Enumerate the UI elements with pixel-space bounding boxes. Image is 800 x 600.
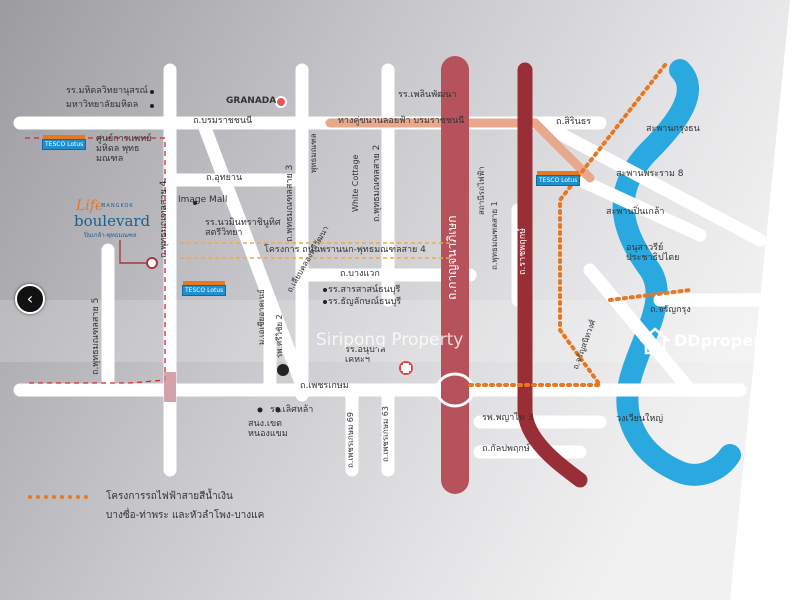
label-road-kalpaphruek: ถ.กัลปพฤกษ์ bbox=[482, 444, 530, 454]
label-road-phutthamonthon-5: ถ.พุทธมณฑลสาย 5 bbox=[91, 297, 101, 375]
logo-tagline: ปิ่นเกล้า-พุทธมณฑล bbox=[84, 232, 137, 239]
chevron-left-icon[interactable]: ‹ bbox=[15, 284, 45, 314]
poi-dots bbox=[150, 90, 327, 413]
label-road-utthayan: ถ.อุทยาน bbox=[206, 173, 243, 183]
watermark-band bbox=[0, 300, 800, 362]
watermark-siripong: Siripong Property bbox=[316, 330, 464, 350]
label-road-phutthamonthon-3: ถ.พุทธมณฑลสาย 3 bbox=[285, 164, 295, 242]
road-pra-pinklao bbox=[573, 173, 707, 242]
label-road-phetkasem: ถ.เพชรเกษม bbox=[300, 381, 349, 391]
label-rama-bridge: สะพานกรุงธน bbox=[646, 124, 700, 134]
label-road-phetkasem-63: ถ.เพชรเกษม 63 bbox=[381, 406, 390, 462]
project-location-marker bbox=[146, 257, 158, 269]
junction-marker bbox=[164, 372, 176, 402]
label-rr-lertla: รร.เลิศหล้า bbox=[270, 405, 314, 415]
label-road-bang-waek: ถ.บางแวก bbox=[340, 269, 380, 279]
logo-boulevard: boulevard bbox=[74, 212, 151, 230]
label-democracy: อนุสาวรีย์ ประชาธิปไตย bbox=[626, 243, 680, 263]
label-kheha: รร.อนุบาล เคหะฯ bbox=[345, 345, 386, 365]
label-thanya: รร.ธัญลักษณ์ธนบุรี bbox=[328, 297, 402, 307]
label-ror-phor: รพ.พญาไท 3 bbox=[482, 413, 534, 423]
label-road-phutthamonthon-4: ถ.พุทธมณฑลสาย 4 bbox=[159, 180, 169, 258]
label-srinakharin: สถานีรถไฟฟ้า bbox=[477, 166, 486, 215]
ddproperty-house-icon bbox=[640, 327, 670, 355]
tesco-lotus-tag: TESCO Lotus bbox=[42, 135, 87, 150]
road-sirindhorn-ext bbox=[533, 116, 767, 247]
label-road-sirindhorn: ถ.สิรินธร bbox=[556, 117, 592, 127]
legend-line-1: โครงการรถไฟฟ้าสายสีน้ำเงิน bbox=[106, 491, 233, 502]
tesco-lotus-tag: TESCO Lotus bbox=[182, 281, 227, 296]
logo-bangkok: BANGKOK bbox=[102, 203, 134, 209]
road-elevated bbox=[325, 118, 595, 183]
label-road-charan-krung: ถ.จรัญกรุง bbox=[650, 305, 691, 315]
label-rr-sithi: รร.มหิดลวิทยานุสรณ์ bbox=[66, 86, 148, 96]
road-liap-khlong bbox=[198, 121, 307, 387]
label-image-mall: Image Mall bbox=[178, 195, 228, 205]
label-rr-phetch: รร.เพลินพัฒนา bbox=[398, 90, 457, 100]
label-road-ratchaphruek: ถ.ราชพฤกษ์ bbox=[518, 227, 528, 275]
route-project-link bbox=[119, 240, 152, 264]
logo-life: Life bbox=[76, 198, 104, 214]
label-phutthamon: พุทธมณฑล bbox=[309, 133, 318, 173]
interchange bbox=[435, 372, 475, 408]
label-bang-phai: รร.สารสาสน์ธนบุรี bbox=[328, 285, 401, 295]
legend-metro-line-swatch bbox=[28, 495, 88, 499]
label-pinklao-bridge: สะพานปิ่นเกล้า bbox=[606, 207, 665, 217]
legend-line-2: บางซื่อ-ท่าพระ และหัวลำโพง-บางแค bbox=[106, 510, 265, 521]
label-rr-nawamin: รร.นวมินทราชินูทิศ สตรีวิทยา bbox=[205, 218, 281, 238]
label-medical: ศูนย์การแพทย์ มหิดล พุทธมณฑล bbox=[96, 134, 152, 164]
highway-ratchaphruek bbox=[517, 62, 588, 488]
legend: โครงการรถไฟฟ้าสายสีน้ำเงิน บางซื่อ-ท่าพร… bbox=[106, 487, 264, 525]
label-road-kanchanaphisek: ถ.กาญจนาภิเษก bbox=[445, 215, 459, 300]
label-bang-khae-market: ม.เอเชียอาคเนย์ bbox=[257, 289, 266, 345]
label-road-elevated: ทางคู่ขนานลอยฟ้า บรมราชชนนี bbox=[338, 116, 465, 126]
label-mahidol: มหาวิทยาลัยมหิดล bbox=[66, 100, 139, 110]
label-road-phetkasem-69: ถ.เพชรเกษม 69 bbox=[346, 412, 355, 468]
project-logo: Life BANGKOK boulevard ปิ่นเกล้า-พุทธมณฑ… bbox=[70, 198, 156, 240]
label-road-sai-tai-mai: ถ.พุทธมณฑลสาย 2 bbox=[372, 144, 382, 222]
label-sanam: สนง.เขต หนองแขม bbox=[248, 419, 288, 439]
label-road-phutthamonthon-1: ถ.พุทธมณฑลสาย 1 bbox=[490, 201, 499, 270]
metro-blue-line-route bbox=[468, 63, 667, 387]
road-ring bbox=[583, 263, 697, 397]
label-pra-pinklao: สะพานพระราม 8 bbox=[616, 169, 684, 179]
label-wongwian-yai: วงเวียนใหญ่ bbox=[616, 414, 663, 424]
label-sriwora: รพ.ศรีวิชัย 2 bbox=[275, 314, 284, 358]
label-granada: GRANADA bbox=[226, 96, 277, 106]
label-white-cottage: White Cottage bbox=[351, 154, 360, 212]
tesco-lotus-tag: TESCO Lotus bbox=[536, 171, 581, 186]
label-road-borom: ถ.บรมราชชนนี bbox=[193, 116, 253, 126]
location-marker-icon bbox=[275, 96, 287, 108]
metro-blue-line-branch bbox=[608, 288, 692, 302]
watermark-ddproperty-text: DDproperty bbox=[674, 331, 780, 350]
label-project-road: โครงการ ถนนพรานนก-พุทธมณฑลสาย 4 bbox=[264, 245, 426, 255]
